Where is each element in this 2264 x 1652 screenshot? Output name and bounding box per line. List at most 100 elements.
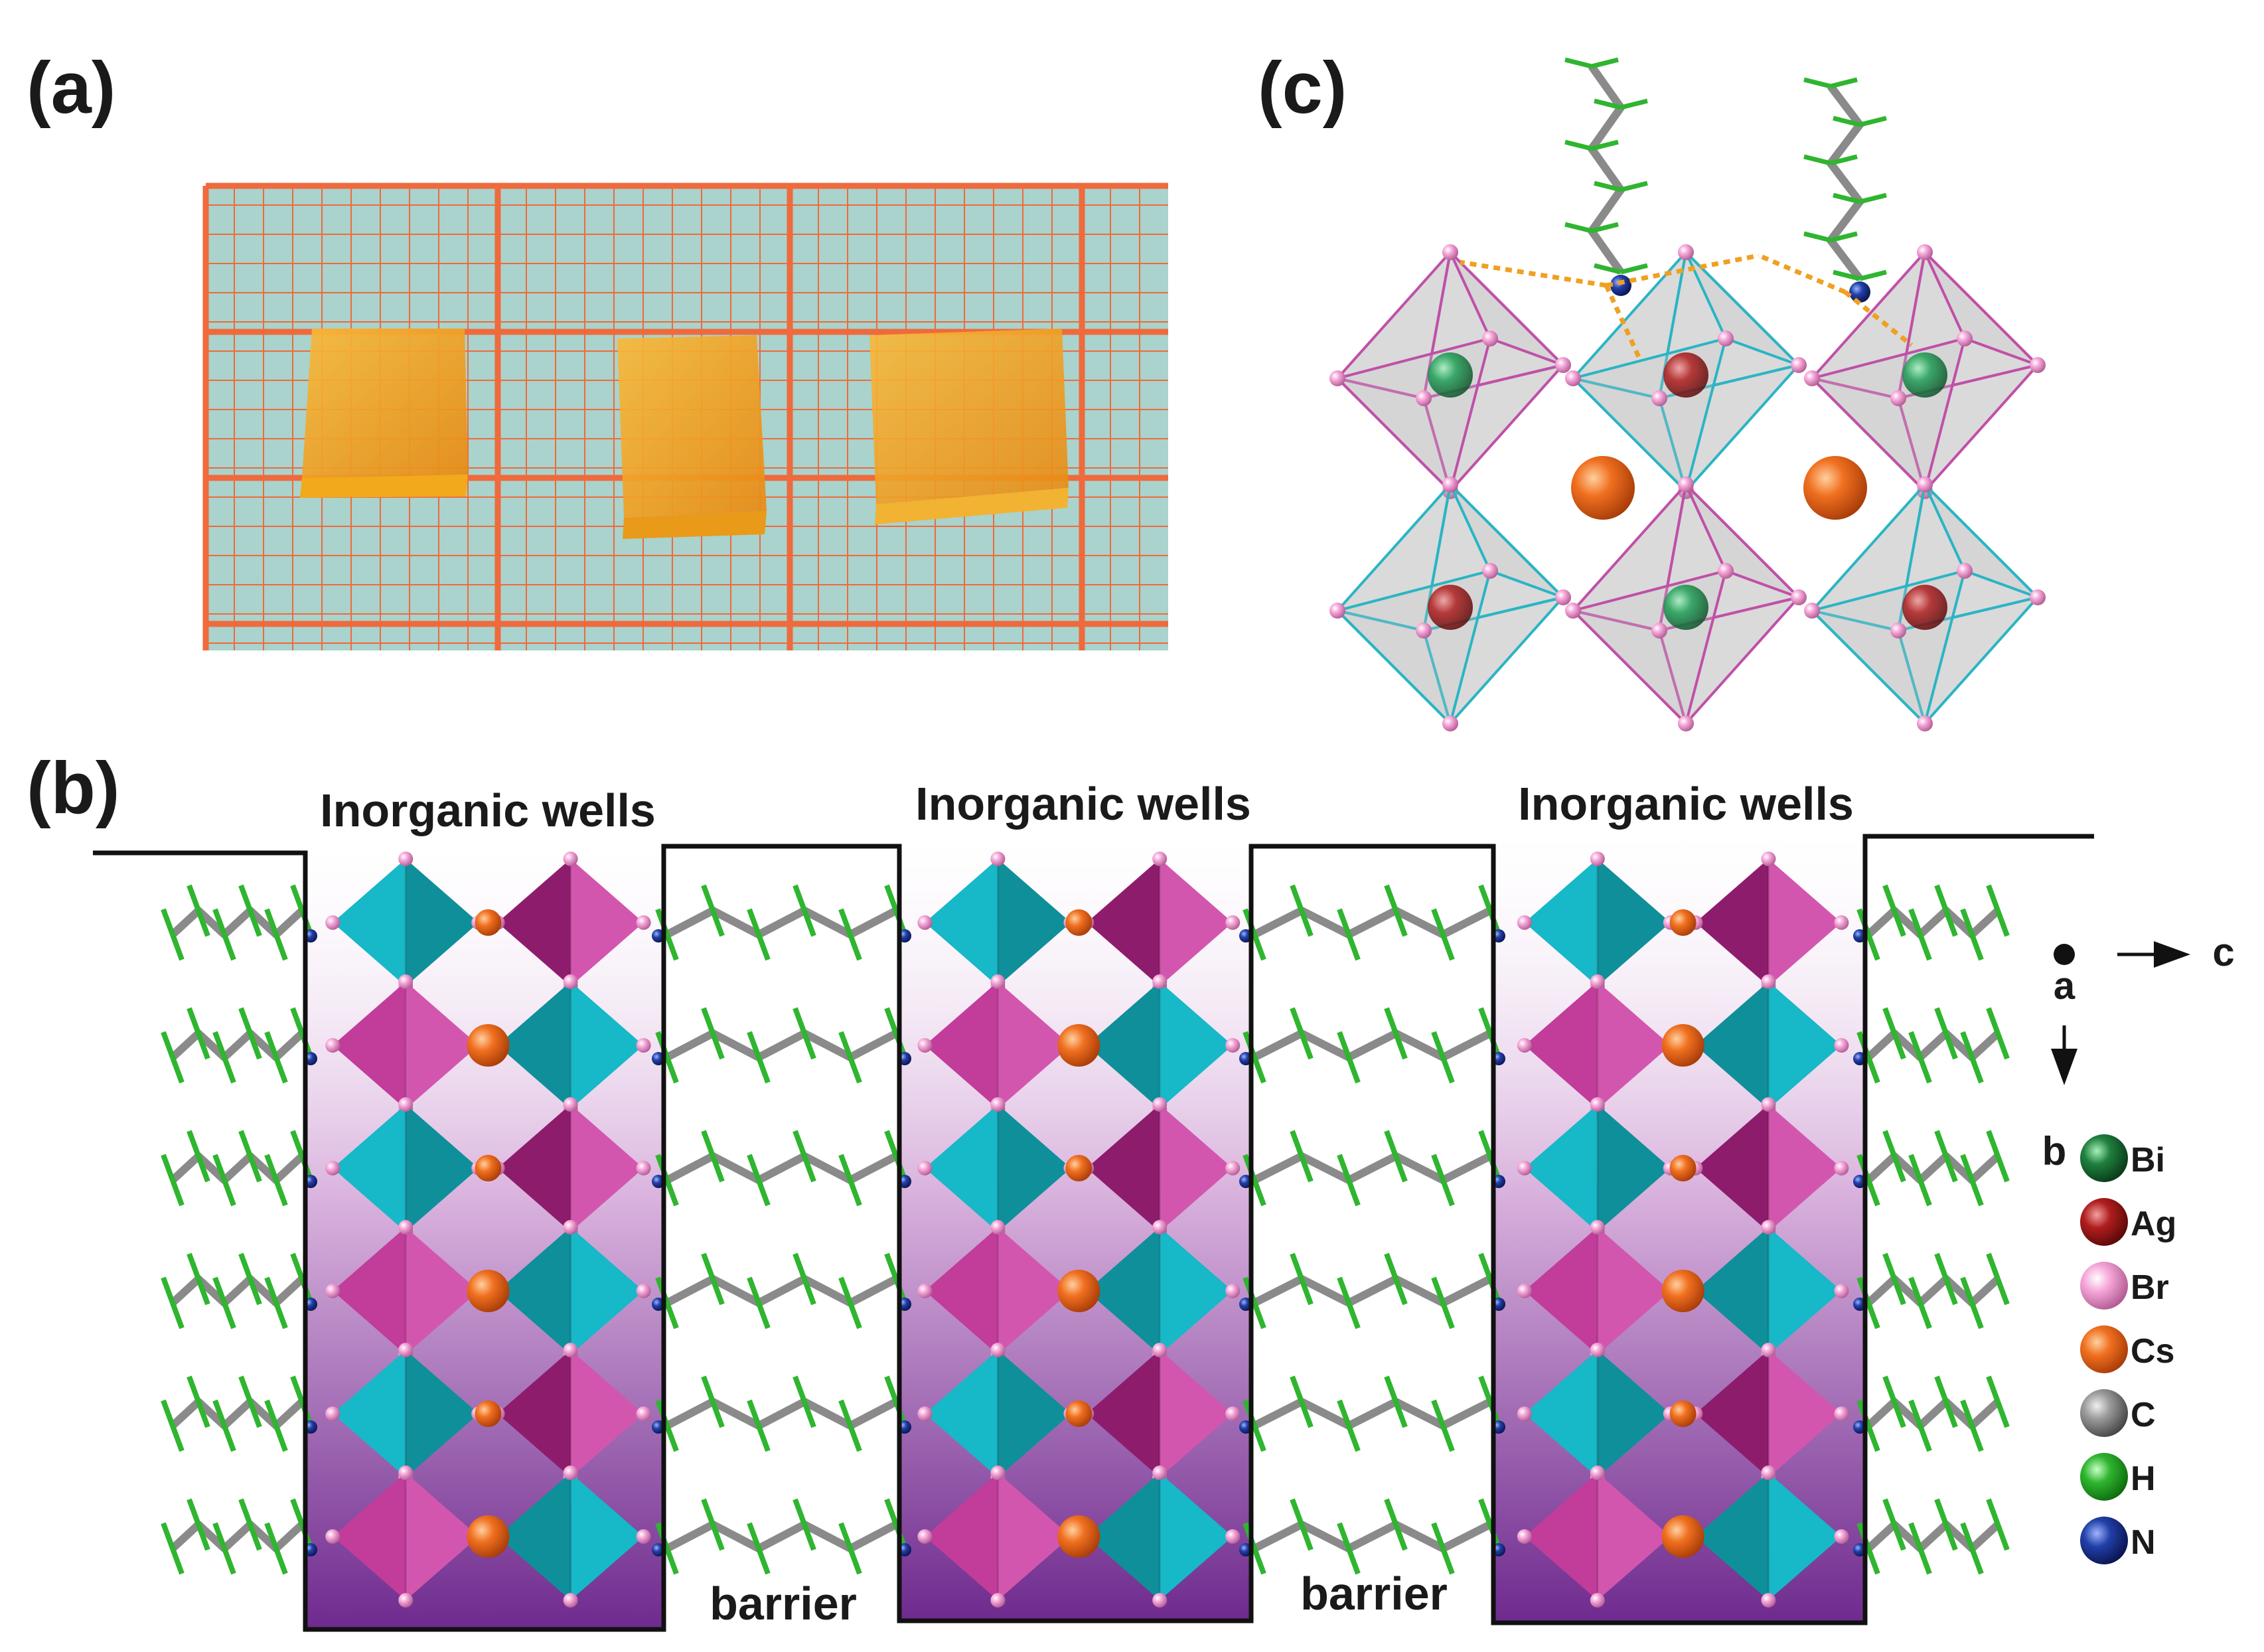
h-bond [290,1375,305,1403]
carbon-backbone [665,1152,898,1184]
octahedron-face-left [497,1350,571,1477]
h-bond [838,908,853,936]
h-bond [756,1056,771,1084]
h-bond [264,908,279,936]
octahedron-face-left [497,982,571,1109]
h-bond [161,908,175,936]
h-bond [848,1056,862,1084]
octahedron-face-left [1524,982,1598,1109]
carbon-backbone [1865,1152,2001,1184]
bi-atom [1663,585,1708,630]
octahedron-face-right [1597,1227,1671,1355]
br-atom [636,1038,651,1053]
br-atom [325,1284,340,1298]
h-bond [1564,57,1592,69]
h-bond [756,1179,771,1207]
h-bond [238,1007,253,1035]
h-bond [1290,1007,1304,1035]
hydrogen-bond [1843,290,1914,347]
br-atom [325,915,340,930]
h-bond [1252,1302,1266,1329]
h-bond [1393,909,1408,937]
h-bond [1337,1399,1351,1427]
octahedron [1517,1465,1678,1608]
h-bond [187,1252,201,1280]
h-bond [1346,933,1361,961]
n-atom [1849,281,1870,303]
h-bond [161,1399,175,1427]
h-bond [701,884,716,912]
octahedron-face-left [1087,1227,1160,1355]
h-bond [1918,1302,1932,1329]
h-bond [170,1302,185,1329]
organic-chain [1856,1252,2010,1329]
octahedron-face-right [998,1227,1071,1355]
h-bond [222,1302,236,1329]
h-bond [1969,933,1984,961]
h-bond [238,1252,253,1280]
h-bond [1960,1522,1975,1550]
layered-structure: Inorganic wells Inorganic wells Inorgani… [93,778,2235,1632]
organic-chain [161,1252,314,1329]
h-bond [1803,77,1831,89]
carbon-backbone [1252,1398,1492,1430]
organic-chain [1856,884,2010,961]
h-bond [1478,1252,1493,1280]
octahedron-face-right [1597,1104,1671,1232]
octahedron-face-left [1524,1104,1598,1232]
h-bond [710,1523,725,1551]
br-atom [990,1343,1006,1357]
h-bond [1337,1522,1351,1550]
h-bond [290,1130,305,1158]
h-bond [1908,1399,1923,1427]
legend-label-h: H [2131,1460,2156,1498]
octahedron-face-left [1695,859,1769,986]
br-atom [1651,623,1667,638]
br-atom [917,1284,933,1298]
h-bond [273,1547,288,1575]
br-atom [1225,1161,1241,1175]
octahedron-face-right [1768,1473,1842,1600]
h-bond [1866,1302,1880,1329]
panel-label-a: (a) [27,47,115,129]
legend-swatch-c [2080,1389,2128,1437]
octahedron-face-right [998,859,1071,986]
br-atom [1804,603,1820,619]
br-atom [1225,1529,1241,1544]
h-bond [1594,98,1622,110]
well-label-2: Inorganic wells [915,778,1251,830]
h-bond [1346,1424,1361,1452]
br-atom [1590,1343,1605,1357]
octahedron-face-left [925,1473,998,1600]
h-bond [1290,1130,1304,1158]
octahedron-face-right [1597,859,1671,986]
br-atom [398,852,414,866]
framework-octahedron [1565,244,1807,499]
hydrogen-bond [1758,253,1847,295]
carbon-backbone [1252,1275,1492,1307]
cs-atom [1571,456,1635,520]
octahedron-face-right [1597,982,1671,1109]
br-atom [990,974,1006,989]
br-atom [1482,331,1498,346]
octahedron-face-right [570,1104,644,1232]
h-bond [1393,1278,1408,1306]
well-background [305,846,664,1629]
h-bond [710,1032,725,1060]
framework-octahedron [1804,477,2046,731]
br-atom [1442,244,1458,260]
br-atom [1718,563,1734,579]
octahedron-face-left [333,1227,406,1355]
framework-octahedron [1329,244,1571,499]
h-bond [248,1523,262,1551]
octahedron-face-right [1768,1104,1842,1232]
br-atom [1517,1038,1532,1053]
octahedron-face-left [497,1104,571,1232]
cs-atom [1065,909,1093,936]
h-bond [1478,1007,1493,1035]
octahedron-face-right [406,1473,479,1600]
h-bond [664,1179,679,1207]
br-atom [1152,1465,1168,1480]
h-bond [1892,1155,1906,1183]
